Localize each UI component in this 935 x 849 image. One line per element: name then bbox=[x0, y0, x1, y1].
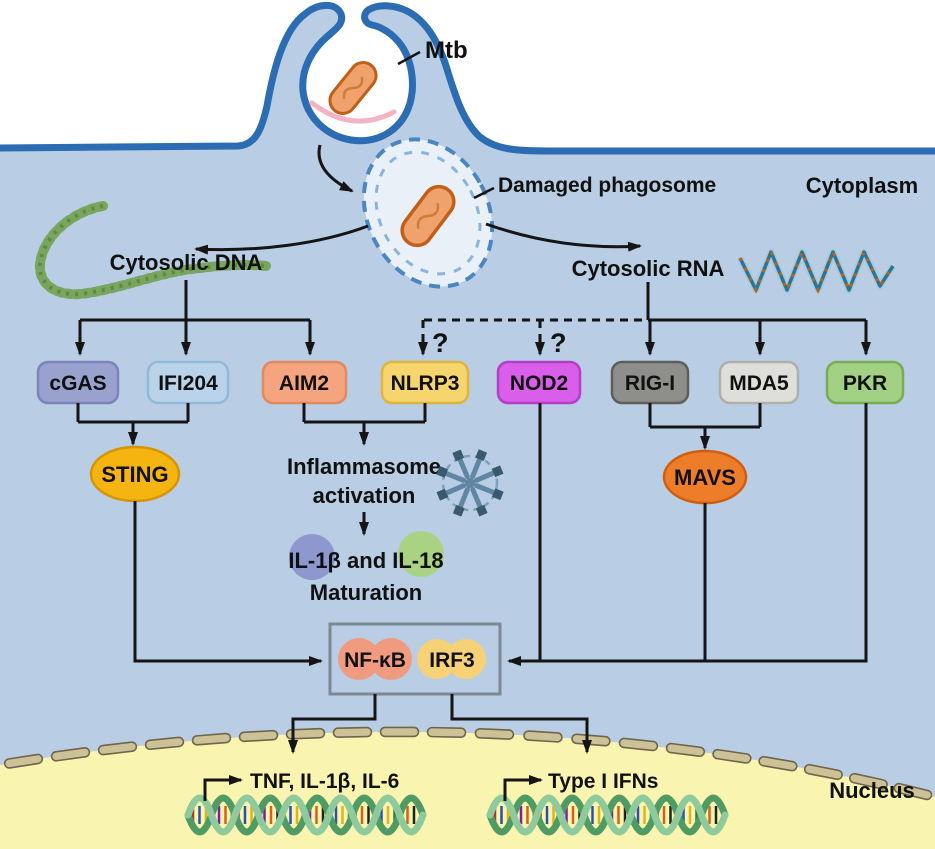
inflammatory-gene-arrow bbox=[203, 775, 243, 801]
sensor-aim2-label: AIM2 bbox=[279, 372, 329, 395]
cytosolic-dna-icon bbox=[35, 201, 271, 300]
nuclear-pore bbox=[712, 748, 752, 764]
nuclear-pore bbox=[332, 726, 373, 738]
nuclear-pore bbox=[618, 737, 659, 752]
irf3-to-nucleus bbox=[450, 694, 592, 754]
cytosolic-rna-icon bbox=[736, 248, 896, 294]
pkr-to-box bbox=[507, 403, 868, 666]
sensor-cgas: cGAS bbox=[36, 360, 120, 405]
sensor-nod2-label: NOD2 bbox=[510, 372, 568, 395]
dna-helix-inflammatory bbox=[184, 794, 427, 836]
dna-branch-lines bbox=[80, 280, 310, 322]
mavs-node: MAVS bbox=[662, 449, 748, 505]
sensor-aim2: AIM2 bbox=[261, 360, 348, 405]
sensor-ifi204: IFI204 bbox=[146, 360, 230, 405]
nuclear-pore bbox=[144, 736, 185, 751]
inflammasome-label-2: activation bbox=[313, 483, 416, 508]
nuclear-pore bbox=[893, 782, 933, 801]
nuclear-pore bbox=[50, 747, 91, 762]
nuclear-pore bbox=[3, 753, 44, 769]
mtb-pointer-line bbox=[397, 50, 421, 66]
irf3-label: IRF3 bbox=[429, 649, 475, 672]
inflammatory-genes-label: TNF, IL-1β, IL-6 bbox=[250, 770, 399, 793]
sensor-cgas-label: cGAS bbox=[49, 372, 106, 395]
mavs-label: MAVS bbox=[674, 465, 736, 490]
nuclear-pore bbox=[474, 728, 515, 740]
nfkb-label: NF-κB bbox=[344, 649, 406, 672]
il1b-circle bbox=[289, 534, 335, 580]
mtb-bacterium bbox=[328, 61, 378, 115]
arrow-to-cytosolic-rna bbox=[485, 222, 642, 252]
maturation-label: Maturation bbox=[310, 580, 422, 605]
sensor-pkr: PKR bbox=[825, 360, 905, 405]
sensor-nlrp3-label: NLRP3 bbox=[391, 372, 460, 395]
cytosolic-rna-label: Cytosolic RNA bbox=[572, 256, 725, 281]
nfkb-to-nucleus bbox=[288, 694, 377, 754]
nuclear-pore bbox=[758, 755, 798, 772]
inflammasome-icon bbox=[436, 449, 504, 517]
transcription-factor-box: NF-κB IRF3 bbox=[328, 622, 502, 696]
sensor-pkr-label: PKR bbox=[843, 372, 887, 395]
irf3-node: IRF3 bbox=[417, 639, 486, 679]
sting-label: STING bbox=[101, 462, 168, 487]
cytoplasm-label: Cytoplasm bbox=[806, 173, 918, 198]
nucleus-label: Nucleus bbox=[829, 778, 915, 803]
phagosome-lining bbox=[309, 100, 397, 124]
interferon-genes-label: Type I IFNs bbox=[548, 770, 658, 793]
nuclear-pore bbox=[238, 729, 279, 743]
nuclear-pore bbox=[848, 772, 888, 790]
nuclear-envelope bbox=[3, 726, 933, 801]
nuclear-pore bbox=[191, 732, 232, 746]
rna-branch-lines bbox=[646, 282, 866, 322]
nuclear-pore bbox=[379, 726, 420, 738]
interferon-gene-arrow bbox=[503, 775, 543, 801]
nuclear-pore bbox=[523, 730, 563, 743]
sting-node: STING bbox=[89, 445, 181, 503]
nuclear-pore bbox=[285, 727, 326, 740]
nfkb-node: NF-κB bbox=[338, 638, 412, 680]
plasma-membrane bbox=[0, 1, 935, 155]
sensor-ifi204-label: IFI204 bbox=[158, 372, 218, 395]
sting-to-box bbox=[133, 501, 323, 666]
dna-helix-interferon bbox=[486, 794, 729, 836]
nuclear-pore bbox=[665, 742, 706, 758]
cell-cytoplasm bbox=[0, 5, 935, 849]
sensor-rigi-label: RIG-I bbox=[625, 372, 675, 395]
question-mark-nod2: ? bbox=[550, 328, 567, 358]
engulf-arrow bbox=[317, 144, 354, 193]
nuclear-pore bbox=[97, 741, 138, 756]
mtb-bacterium-phagosome bbox=[400, 184, 456, 248]
il18-circle bbox=[398, 531, 444, 577]
mtb-label: Mtb bbox=[425, 37, 468, 64]
damaged-phagosome-label: Damaged phagosome bbox=[498, 174, 716, 197]
question-mark-nlrp3: ? bbox=[432, 328, 449, 358]
sensor-rigi: RIG-I bbox=[610, 360, 690, 405]
cytokines-label: IL-1β and IL-18 bbox=[288, 548, 443, 573]
sensor-nlrp3: NLRP3 bbox=[380, 360, 470, 405]
arrow-to-cytosolic-dna bbox=[194, 224, 369, 255]
sensor-nod2: NOD2 bbox=[496, 360, 582, 405]
cytosolic-dna-label: Cytosolic DNA bbox=[110, 250, 263, 275]
inflammasome-label-1: Inflammasome bbox=[287, 454, 441, 479]
sensor-mda5-label: MDA5 bbox=[729, 372, 789, 395]
phagosome-pointer-line bbox=[473, 186, 495, 200]
nuclear-pore bbox=[803, 763, 843, 781]
sensor-mda5: MDA5 bbox=[718, 360, 800, 405]
nuclear-pore bbox=[426, 726, 467, 738]
